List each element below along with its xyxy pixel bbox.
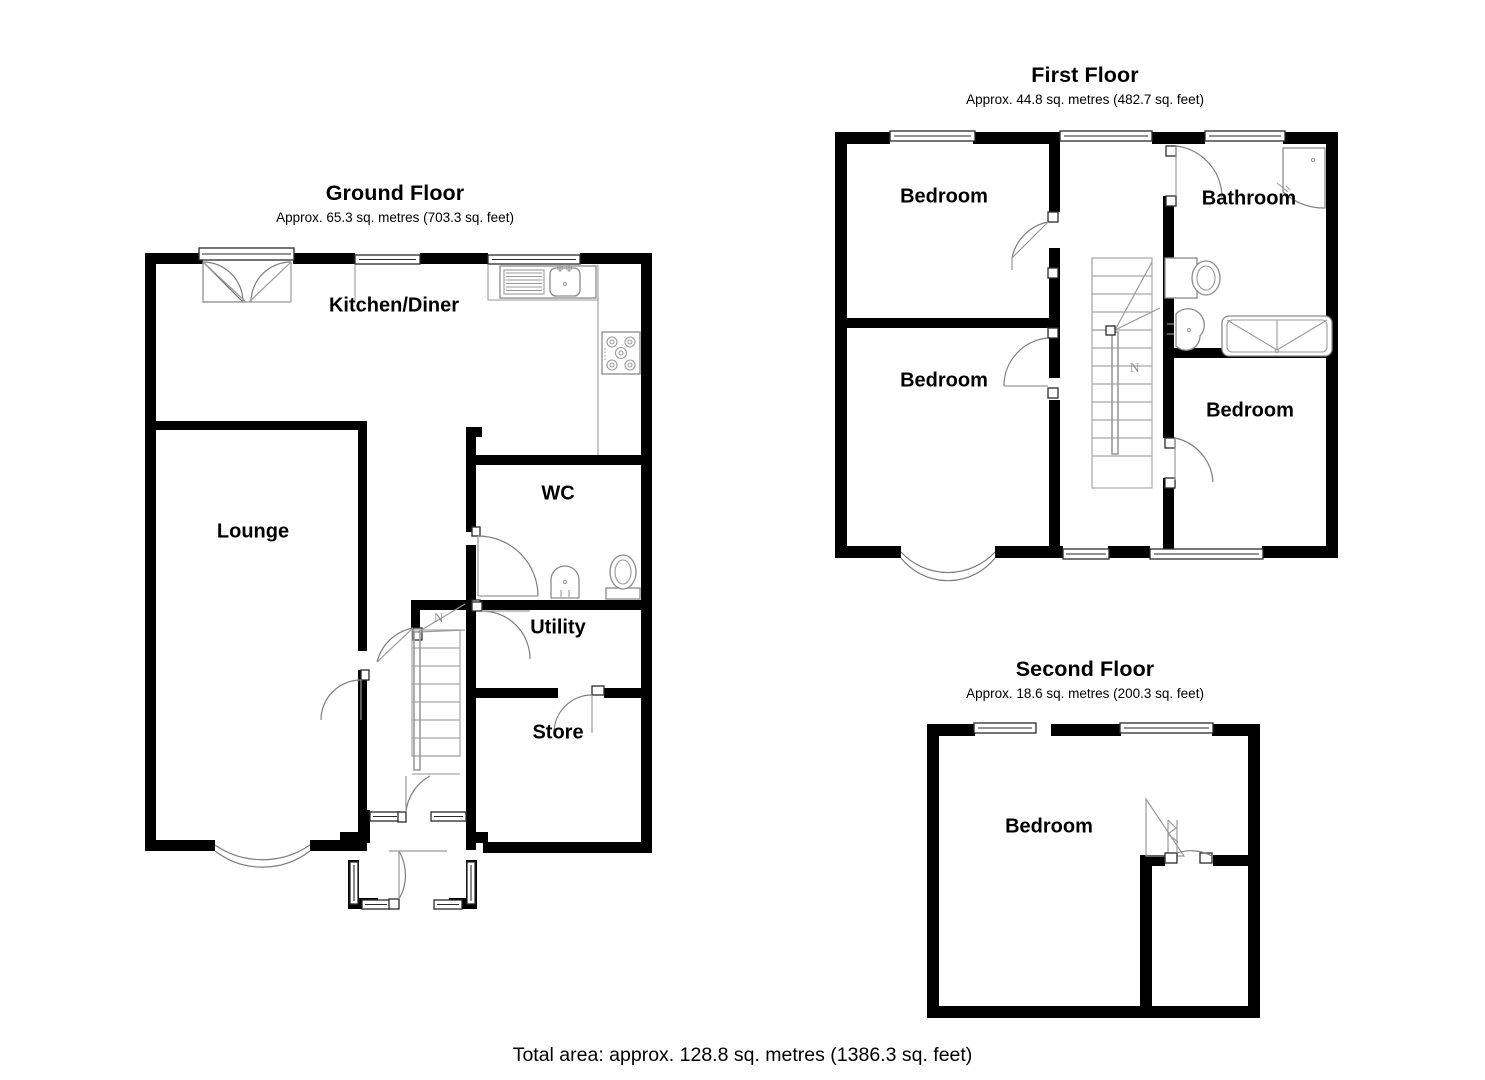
window xyxy=(349,861,359,905)
second-floor-walls xyxy=(927,724,1260,1018)
ground-floor-windows xyxy=(349,254,581,910)
room-label-bedroom-2: Bedroom xyxy=(900,369,988,392)
window xyxy=(354,254,421,265)
second-floor-staircase xyxy=(1145,797,1213,864)
first-floor-doors xyxy=(900,145,1223,582)
ground-floor-title-group: Ground Floor Approx. 65.3 sq. metres (70… xyxy=(155,181,635,225)
bathroom-fixtures xyxy=(1164,147,1333,357)
first-floor-windows xyxy=(889,130,1286,560)
window xyxy=(361,899,391,910)
basin-icon xyxy=(550,565,580,599)
room-label-utility: Utility xyxy=(530,616,586,639)
total-area-text: Total area: approx. 128.8 sq. metres (13… xyxy=(512,1044,973,1066)
ground-floor-staircase: N xyxy=(411,603,466,775)
second-floor-subtitle: Approx. 18.6 sq. metres (200.3 sq. feet) xyxy=(966,685,1204,701)
ground-floor-subtitle: Approx. 65.3 sq. metres (703.3 sq. feet) xyxy=(276,209,514,225)
svg-text:N: N xyxy=(434,610,444,625)
first-floor-subtitle: Approx. 44.8 sq. metres (482.7 sq. feet) xyxy=(966,91,1204,107)
window xyxy=(487,254,581,265)
second-floor-plan xyxy=(927,722,1260,1018)
kitchen-sink-icon xyxy=(499,264,597,299)
room-label-bathroom: Bathroom xyxy=(1201,187,1297,210)
window xyxy=(433,899,463,910)
toilet-icon xyxy=(1164,257,1221,299)
toilet-icon xyxy=(605,554,641,600)
ground-floor-walls xyxy=(145,253,652,909)
second-floor-title-group: Second Floor Approx. 18.6 sq. metres (20… xyxy=(845,657,1325,701)
first-floor-plan: N xyxy=(835,130,1338,582)
window xyxy=(1059,130,1153,142)
wc-fixtures xyxy=(550,554,641,600)
corner-shower-icon xyxy=(1276,147,1326,209)
hob-icon xyxy=(601,331,641,375)
bay-window xyxy=(214,844,311,868)
second-floor-windows xyxy=(973,722,1214,734)
window xyxy=(430,811,467,822)
room-label-bedroom-3: Bedroom xyxy=(1206,399,1294,422)
ground-floor-doors xyxy=(320,526,605,910)
room-label-wc: WC xyxy=(541,482,575,505)
second-floor-title: Second Floor xyxy=(1015,657,1155,681)
first-floor-title: First Floor xyxy=(1031,63,1139,87)
svg-text:N: N xyxy=(1130,360,1140,375)
room-label-bedroom-1: Bedroom xyxy=(900,185,988,208)
ground-floor-title: Ground Floor xyxy=(325,181,465,205)
room-label-bedroom-4: Bedroom xyxy=(1005,815,1093,838)
window xyxy=(889,130,976,142)
ground-floor-plan: N xyxy=(145,247,652,910)
basin-icon xyxy=(1167,308,1205,351)
window xyxy=(1062,548,1110,560)
window xyxy=(1149,548,1264,560)
room-label-kitchen-diner: Kitchen/Diner xyxy=(328,294,460,317)
room-label-lounge: Lounge xyxy=(216,520,290,543)
window xyxy=(1204,130,1286,142)
window xyxy=(1119,722,1214,734)
window xyxy=(466,861,476,905)
window xyxy=(973,722,1037,734)
room-label-store: Store xyxy=(532,721,584,744)
french-doors xyxy=(198,247,295,303)
first-floor-title-group: First Floor Approx. 44.8 sq. metres (482… xyxy=(845,63,1325,107)
kitchen-units xyxy=(354,264,641,455)
window xyxy=(369,811,401,822)
first-floor-staircase: N xyxy=(1091,257,1161,489)
bath-icon xyxy=(1221,315,1333,357)
